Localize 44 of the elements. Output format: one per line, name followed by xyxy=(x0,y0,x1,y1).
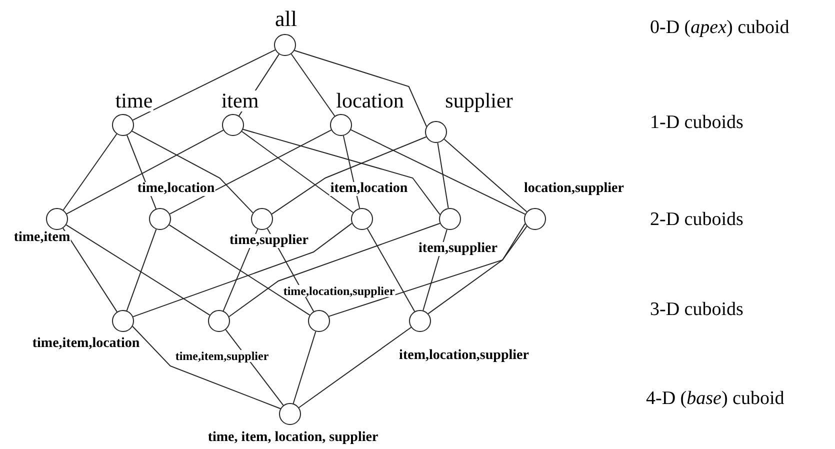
connector-line xyxy=(241,131,354,213)
connector-line xyxy=(132,49,276,121)
connector-line xyxy=(126,228,157,312)
connector-line xyxy=(292,331,316,404)
level-label: 0-D (apex) cuboid xyxy=(650,18,790,37)
cuboid-label: item,location,supplier xyxy=(398,349,530,363)
cuboid-label: time xyxy=(114,90,154,112)
connector-line xyxy=(168,224,310,316)
cuboid-label: item,supplier xyxy=(418,242,498,256)
level-label: 2-D cuboids xyxy=(650,210,744,229)
connector-line xyxy=(66,130,224,214)
connector-line xyxy=(366,228,416,312)
level-label: 3-D cuboids xyxy=(650,300,744,319)
connector-line xyxy=(242,128,440,216)
connector-line xyxy=(169,130,332,214)
connector-line xyxy=(228,222,440,318)
connector-line xyxy=(298,326,412,408)
level-label: 4-D (base) cuboid xyxy=(646,389,784,408)
connector-line xyxy=(444,138,528,212)
cuboid-label: time,supplier xyxy=(228,234,310,248)
cuboid-label: time,item,supplier xyxy=(174,350,270,362)
cuboid-label: supplier xyxy=(444,90,514,112)
cuboid-label: item,location xyxy=(329,182,409,196)
cuboid-label: item xyxy=(220,90,260,112)
cuboid-label: time,item xyxy=(12,231,72,245)
cuboid-label: time,item,location xyxy=(31,337,141,351)
connector-line xyxy=(294,50,427,127)
connector-line xyxy=(437,142,449,209)
level-label: 1-D cuboids xyxy=(650,113,744,132)
connector-line xyxy=(66,224,210,316)
cuboid-label: location,supplier xyxy=(523,182,625,196)
connector-line xyxy=(132,326,281,410)
cuboid-label: time, item, location, supplier xyxy=(206,431,380,445)
connector-line xyxy=(132,222,352,318)
cuboid-label: time,location,supplier xyxy=(282,285,396,297)
connector-line xyxy=(271,136,427,215)
connector-line xyxy=(428,226,528,314)
connector-line xyxy=(290,54,336,116)
connector-line xyxy=(350,129,526,215)
cuboid-label: time,location xyxy=(136,182,216,196)
connector-line xyxy=(62,228,118,312)
connector-line xyxy=(132,130,254,214)
connector-line xyxy=(62,134,118,210)
connector-line xyxy=(328,223,526,317)
